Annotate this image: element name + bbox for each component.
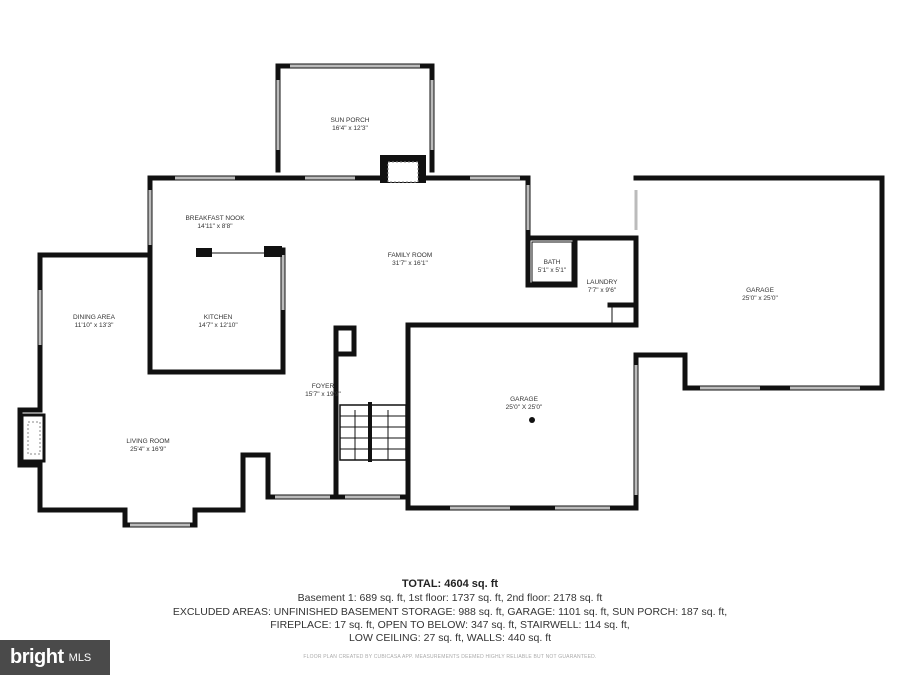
room-name-sun-porch: SUN PORCH — [330, 117, 369, 124]
room-dims-living-room: 25'4" x 16'9" — [130, 446, 166, 453]
room-dims-bath: 5'1" x 5'1" — [538, 267, 567, 274]
room-dims-dining-area: 11'10" x 13'3" — [75, 322, 114, 329]
room-dims-sun-porch: 16'4" x 12'3" — [332, 125, 368, 132]
room-name-bath: BATH — [544, 259, 561, 266]
garage-marker — [529, 417, 535, 423]
stairs — [339, 402, 407, 462]
room-dims-foyer: 15'7" x 19'9" — [305, 391, 341, 398]
room-dims-garage-right: 25'0" x 25'0" — [742, 295, 778, 302]
room-name-garage-center: GARAGE — [510, 396, 538, 403]
logo-brand: bright — [10, 646, 64, 668]
room-dims-family-room: 31'7" x 16'1" — [392, 260, 428, 267]
kitchen-fixtures — [196, 246, 282, 257]
room-dims-kitchen: 14'7" x 12'10" — [198, 322, 238, 329]
fireplaces — [20, 155, 426, 463]
room-name-living-room: LIVING ROOM — [126, 438, 169, 445]
excluded-areas-1: EXCLUDED AREAS: UNFINISHED BASEMENT STOR… — [172, 606, 728, 618]
room-dims-breakfast-nook: 14'11" x 8'8" — [197, 223, 233, 230]
room-name-garage-right: GARAGE — [746, 287, 774, 294]
room-labels: SUN PORCH 16'4" x 12'3" BREAKFAST NOOK 1… — [73, 117, 778, 453]
bright-mls-logo: bright MLS — [0, 640, 110, 675]
excluded-areas-3: LOW CEILING: 27 sq. ft, WALLS: 440 sq. f… — [348, 632, 552, 644]
bath-interior — [531, 241, 635, 324]
room-name-laundry: LAUNDRY — [587, 279, 619, 286]
total-area: TOTAL: 4604 sq. ft — [401, 578, 499, 590]
room-name-foyer: FOYER — [312, 383, 335, 390]
logo-suffix: MLS — [68, 651, 92, 664]
room-name-breakfast-nook: BREAKFAST NOOK — [185, 215, 245, 222]
room-dims-laundry: 7'7" x 9'6" — [588, 287, 617, 294]
floor-plan: SUN PORCH 16'4" x 12'3" BREAKFAST NOOK 1… — [17, 63, 885, 528]
room-dims-garage-center: 25'0" X 25'0" — [506, 404, 543, 411]
windows — [38, 64, 860, 527]
room-name-family-room: FAMILY ROOM — [388, 252, 433, 259]
floor-breakdown: Basement 1: 689 sq. ft, 1st floor: 1737 … — [297, 592, 603, 604]
disclaimer: FLOOR PLAN CREATED BY CUBICASA APP. MEAS… — [303, 654, 597, 660]
room-name-kitchen: KITCHEN — [204, 314, 233, 321]
excluded-areas-2: FIREPLACE: 17 sq. ft, OPEN TO BELOW: 347… — [270, 619, 630, 631]
room-name-dining-area: DINING AREA — [73, 314, 116, 321]
